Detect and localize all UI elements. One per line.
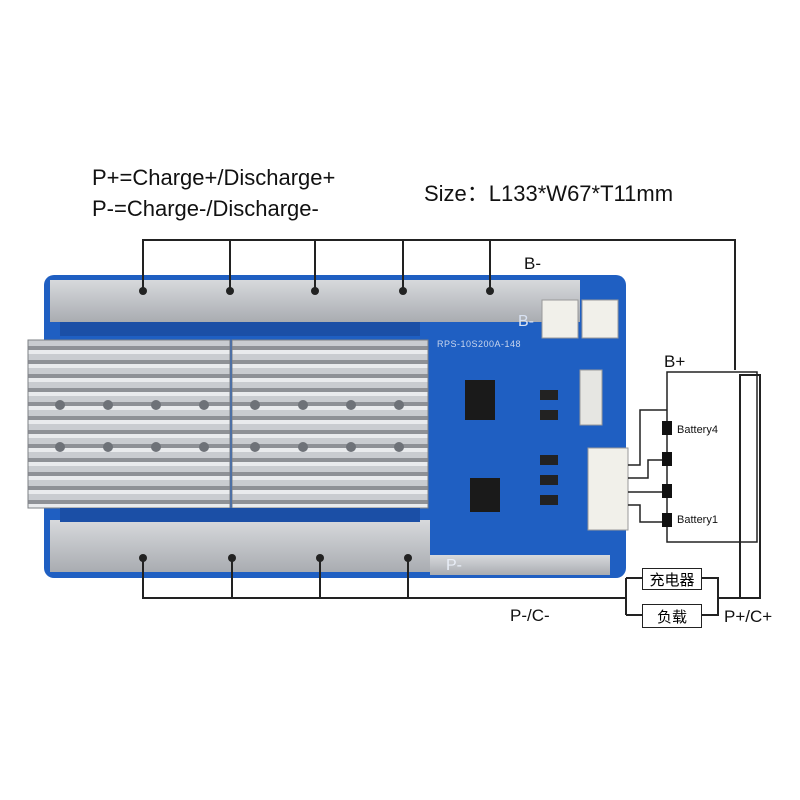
p-minus-wire [142,558,627,615]
b-plus-label: B+ [664,352,686,371]
board-pad-b-minus: B- [518,313,534,330]
load-box: 负载 [642,604,702,628]
b-minus-connector [541,299,579,339]
legend-p-minus: P-=Charge-/Discharge- [92,196,319,221]
battery4-label: Battery4 [677,424,718,436]
balance-connector [587,447,629,531]
p-minus-c-minus-label: P-/C- [510,606,550,625]
board-model-label: RPS-10S200A-148 [437,339,522,349]
mosfet-row-top [60,322,420,336]
heatsink-left [27,339,231,509]
heatsink-right [231,339,429,509]
board-pad-p-minus: P- [446,557,462,574]
control-circuit [465,369,603,512]
battery1-label: Battery1 [677,514,718,526]
load-loop-wire [626,374,761,616]
b-minus-wire [142,239,736,370]
p-plus-c-plus-label: P+/C+ [724,607,773,626]
legend-p-plus: P+=Charge+/Discharge+ [92,165,336,190]
charger-box: 充电器 [642,568,702,590]
pcb-board [27,275,629,578]
battery-pack [628,371,758,543]
b-minus-label: B- [524,254,541,273]
p-minus-busbar [50,520,430,572]
size-label: Size：L133*W67*T11mm [424,181,674,206]
balance-connector-top [581,299,619,339]
